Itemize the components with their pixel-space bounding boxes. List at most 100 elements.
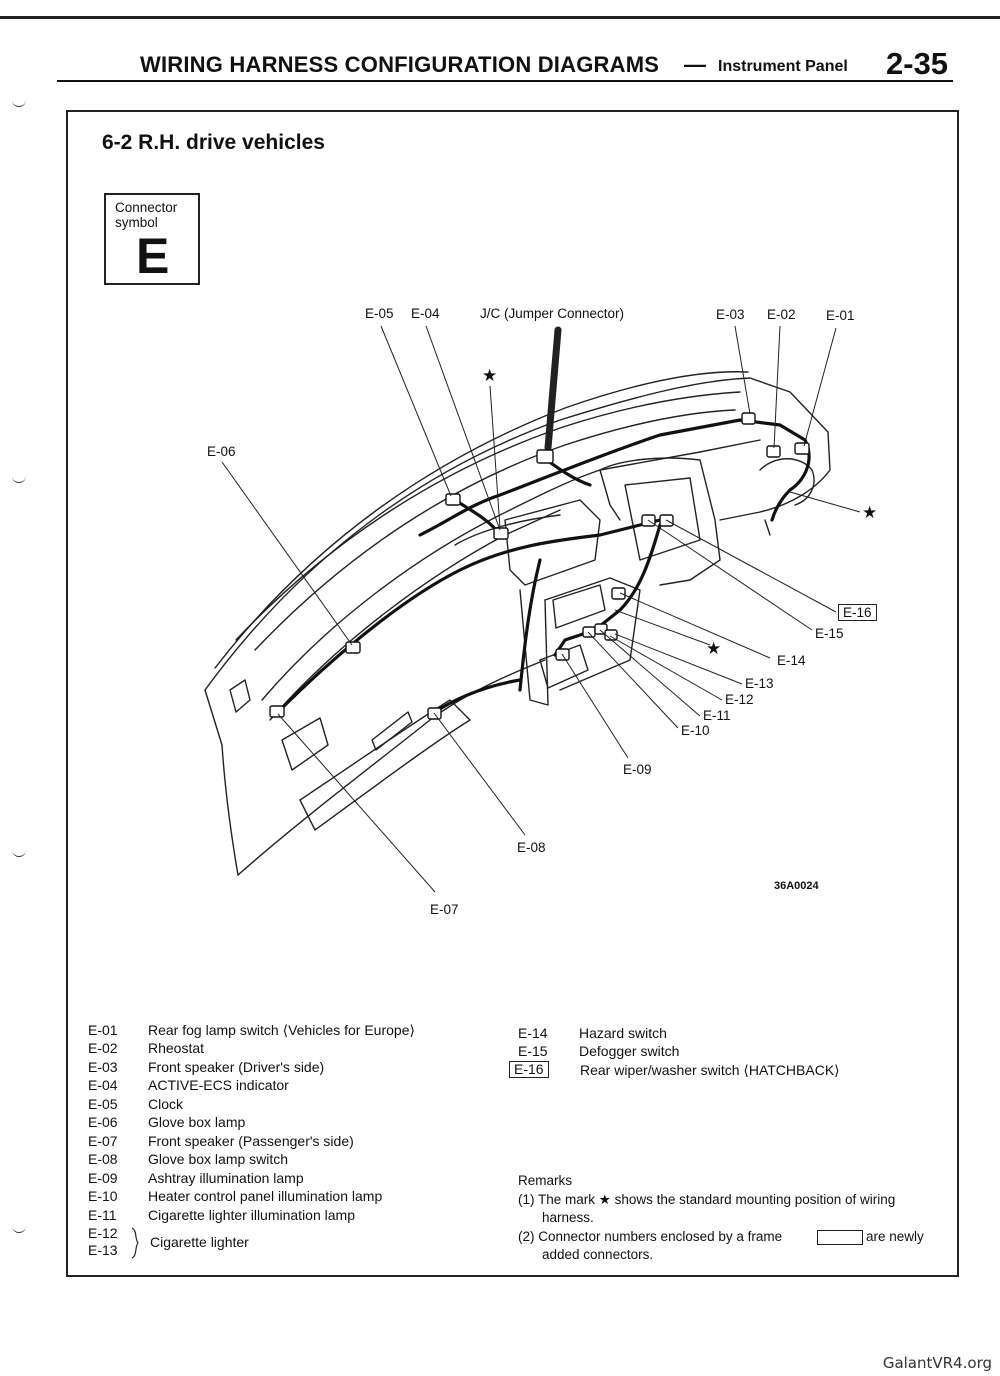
connector-e06 <box>345 641 361 654</box>
connector-jc <box>536 449 554 464</box>
dash-top-edge-inner <box>214 371 749 669</box>
leader-star-center <box>614 609 711 646</box>
legend-brace <box>131 1227 139 1259</box>
margin-mark <box>12 100 26 107</box>
legend-code: E-14 <box>518 1025 548 1041</box>
leader-e14 <box>619 592 771 659</box>
harness-center-drop <box>553 523 662 657</box>
callout-jc: J/C (Jumper Connector) <box>480 306 625 321</box>
page-subtitle: Instrument Panel <box>718 58 848 75</box>
meter-face <box>624 477 701 561</box>
callout-e13: E-13 <box>745 676 774 691</box>
connector-e04 <box>493 527 509 540</box>
dash-right-end <box>719 431 831 521</box>
callout-e07: E-07 <box>430 902 459 917</box>
callout-e01: E-01 <box>826 308 855 323</box>
legend-desc: Glove box lamp switch <box>148 1151 289 1167</box>
callout-e09: E-09 <box>623 762 652 777</box>
center-stack-face <box>544 577 641 691</box>
legend-code: E-06 <box>88 1114 118 1130</box>
content-frame <box>66 110 959 1277</box>
legend-code: E-15 <box>518 1043 548 1059</box>
glove-box-handle <box>371 711 413 751</box>
leader-e10 <box>587 631 679 729</box>
lower-vent <box>281 717 329 771</box>
leader-e16 <box>665 519 837 613</box>
legend-desc: Front speaker (Passenger's side) <box>148 1133 354 1149</box>
upper-shelf-2 <box>269 509 561 721</box>
callout-e04: E-04 <box>411 306 440 321</box>
frame-symbol <box>817 1230 863 1245</box>
callout-e11: E-11 <box>703 708 731 723</box>
connector-e14 <box>611 587 626 600</box>
meter-hood-left <box>599 469 621 521</box>
connector-e11 <box>594 623 608 635</box>
connector-symbol-box: Connector symbol E <box>104 193 200 285</box>
side-vent <box>229 679 251 713</box>
callout-e12: E-12 <box>725 692 754 707</box>
harness-down <box>518 558 542 692</box>
leader-e12 <box>609 635 723 701</box>
watermark: GalantVR4.org <box>882 1354 992 1372</box>
legend-code: E-03 <box>88 1059 118 1075</box>
legend-desc: Clock <box>148 1096 184 1112</box>
bracket <box>764 519 771 536</box>
legend-code: E-12 <box>88 1225 118 1241</box>
connector-symbol-letter: E <box>136 228 170 284</box>
legend-desc: Defogger switch <box>579 1043 680 1059</box>
vent-right <box>759 458 815 506</box>
callout-e10: E-10 <box>681 723 710 738</box>
connector-e03 <box>741 412 756 425</box>
harness-right-drop <box>770 438 811 522</box>
connector-e01 <box>794 442 810 455</box>
legend-desc: Rear wiper/washer switch ⟨HATCHBACK⟩ <box>580 1062 840 1078</box>
callout-e03: E-03 <box>716 307 745 322</box>
legend-code: E-01 <box>88 1022 118 1038</box>
leader-e04 <box>425 325 501 531</box>
legend-desc: Cigarette lighter <box>150 1234 249 1250</box>
legend-desc: Rheostat <box>148 1040 205 1056</box>
callout-e15: E-15 <box>815 626 844 641</box>
margin-mark <box>12 1226 26 1233</box>
heater-panel <box>552 584 606 629</box>
harness-upper <box>418 418 807 537</box>
legend-desc: Hazard switch <box>579 1025 667 1041</box>
legend-desc: Glove box lamp <box>148 1114 246 1130</box>
title-dash: — <box>684 52 706 77</box>
connector-e07 <box>269 705 285 718</box>
legend-code: E-05 <box>88 1096 118 1112</box>
top-rule <box>0 16 1000 19</box>
callout-e08: E-08 <box>517 840 546 855</box>
header-rule <box>57 80 953 82</box>
connector-e10 <box>582 626 596 638</box>
legend-code: E-09 <box>88 1170 118 1186</box>
remark-2: (2) Connector numbers enclosed by a fram… <box>518 1229 783 1244</box>
defroster-strip-2 <box>254 409 736 651</box>
star-mark-top: ★ <box>482 366 498 385</box>
callout-e16: E-16 <box>838 604 877 621</box>
leader-star-right <box>789 491 861 513</box>
leader-e13 <box>614 633 743 685</box>
legend-desc: Cigarette lighter illumination lamp <box>148 1207 355 1223</box>
harness-main <box>276 518 662 714</box>
leader-e03 <box>734 325 751 415</box>
legend-code: E-13 <box>88 1242 118 1258</box>
callout-e05: E-05 <box>365 306 394 321</box>
figure-reference-code: 36A0024 <box>774 880 819 892</box>
legend-desc: ACTIVE-ECS indicator <box>148 1077 289 1093</box>
remark-2-cont: are newly <box>866 1229 924 1244</box>
center-hood <box>454 514 561 546</box>
defroster-strip <box>235 391 741 641</box>
leader-e02 <box>773 325 781 449</box>
callout-e14: E-14 <box>777 653 806 668</box>
legend-code: E-02 <box>88 1040 118 1056</box>
connector-symbol-label: Connector symbol <box>115 200 178 230</box>
page-title: WIRING HARNESS CONFIGURATION DIAGRAMS <box>140 52 660 77</box>
remark-1: (1) The mark ★ shows the standard mounti… <box>518 1192 896 1207</box>
leader-star-jc <box>489 385 501 529</box>
meter-hood <box>599 457 721 586</box>
leader-e06 <box>221 461 353 646</box>
margin-mark <box>12 476 26 483</box>
connector-e02 <box>766 445 781 458</box>
